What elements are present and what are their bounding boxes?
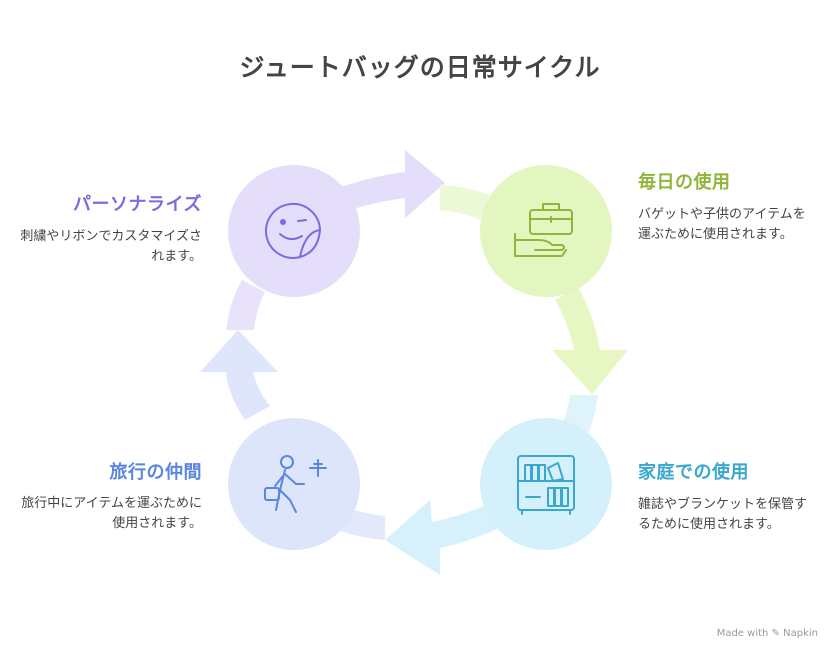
description-daily-use: バゲットや子供のアイテムを運ぶために使用されます。 [638,207,806,242]
smiley-sticker-icon [265,202,321,259]
description-travel-companion: 旅行中にアイテムを運ぶために使用されます。 [21,496,202,531]
briefcase-hand-icon [514,203,573,257]
napkin-brand: Napkin [783,628,818,639]
circle-home [480,418,612,550]
heading-home-use: 家庭での使用 [638,462,749,483]
arc-left-light [226,280,265,330]
description-personalize: 刺繍やリボンでカスタマイズされます。 [20,229,202,264]
napkin-logo-icon: ✎ [771,628,780,639]
arc-daily-to-home [552,287,628,394]
footer-credit: Made with ✎ Napkin [717,628,818,639]
bookshelf-icon [517,455,575,515]
circle-personalize [228,165,360,297]
heading-personalize: パーソナライズ [73,194,202,215]
arc-top-light [440,185,490,220]
circle-daily [480,165,612,297]
traveler-airplane-icon [264,455,327,513]
arc-home-to-travel [385,500,515,575]
heading-travel-companion: 旅行の仲間 [109,462,202,483]
arc-personalize-to-daily [324,150,445,218]
diagram-title: ジュートバッグの日常サイクル [239,53,601,82]
description-home-use: 雑誌やブランケットを保管するために使用されます。 [638,497,808,532]
arc-travel-to-personalize [200,330,278,420]
made-with-label: Made with [716,628,769,639]
heading-daily-use: 毎日の使用 [638,172,731,193]
circle-travel [228,418,360,550]
